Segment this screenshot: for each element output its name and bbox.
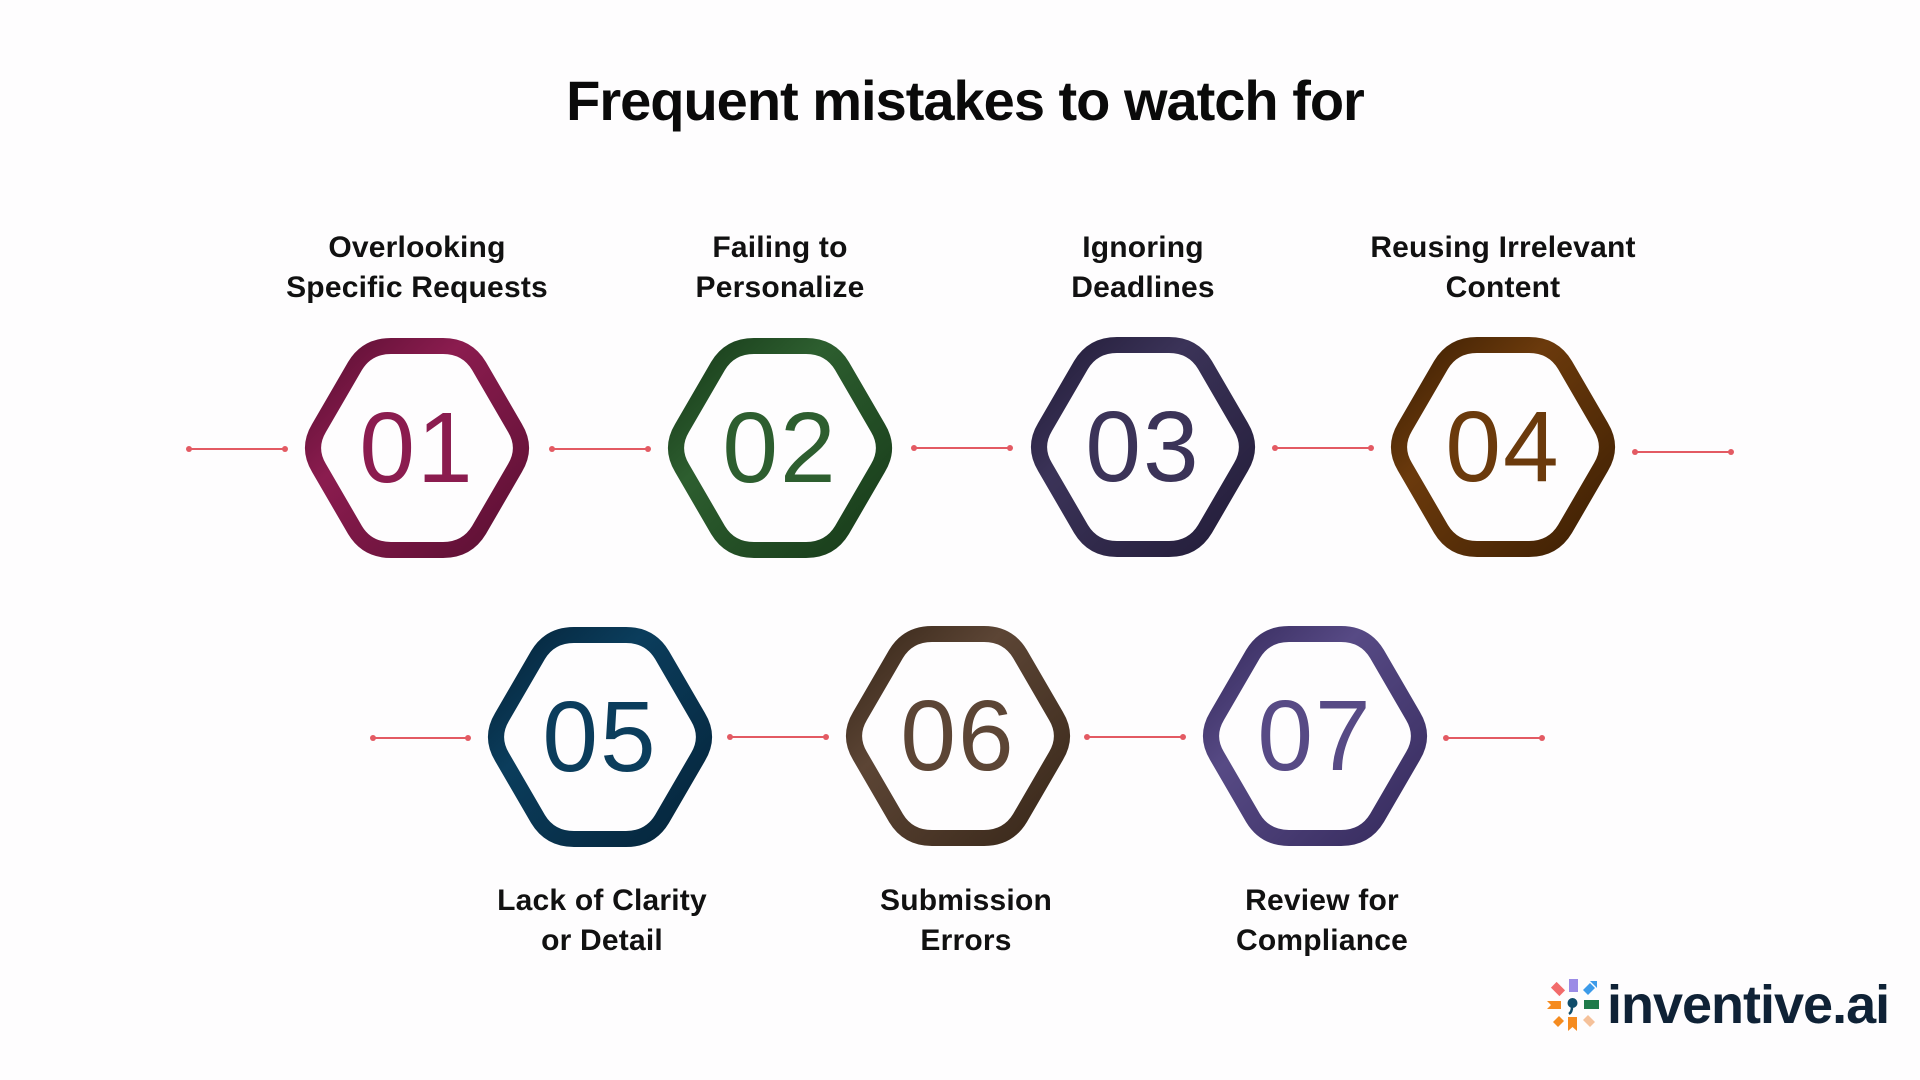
- step-label-07: Review for Compliance: [1152, 881, 1492, 961]
- connector-line: [1632, 449, 1734, 455]
- step-label-line: Specific Requests: [286, 271, 548, 304]
- hexagon-icon: [305, 338, 529, 558]
- step-label-04: Reusing Irrelevant Content: [1333, 228, 1673, 308]
- step-hexagon-02: 02: [660, 338, 900, 558]
- step-number: 02: [722, 392, 838, 504]
- step-hexagon-03: 03: [1023, 337, 1263, 557]
- connector-line: [549, 446, 651, 452]
- step-label-02: Failing to Personalize: [610, 228, 950, 308]
- step-label-line: Errors: [920, 924, 1012, 957]
- brand-name: inventive.ai: [1607, 975, 1890, 1035]
- step-label-line: Reusing Irrelevant: [1370, 231, 1636, 264]
- step-label-line: Ignoring: [1082, 231, 1204, 264]
- step-hexagon-05: 05: [480, 627, 720, 847]
- step-label-05: Lack of Clarity or Detail: [432, 881, 772, 961]
- step-label-line: Overlooking: [328, 231, 506, 264]
- step-hexagon-04: 04: [1383, 337, 1623, 557]
- hexagon-icon: [1391, 337, 1615, 557]
- step-number: 07: [1257, 680, 1373, 792]
- connector-line: [1443, 735, 1545, 741]
- hexagon-icon: [846, 626, 1070, 846]
- step-hexagon-07: 07: [1195, 626, 1435, 846]
- hexagon-icon: [1031, 337, 1255, 557]
- step-hexagon-01: 01: [297, 338, 537, 558]
- hexagon-icon: [488, 627, 712, 847]
- step-label-line: Review for: [1245, 884, 1399, 917]
- connector-line: [727, 734, 829, 740]
- step-label-line: Deadlines: [1071, 271, 1215, 304]
- step-label-line: Lack of Clarity: [497, 884, 707, 917]
- step-label-line: Personalize: [695, 271, 865, 304]
- step-label-03: Ignoring Deadlines: [973, 228, 1313, 308]
- step-label-line: Content: [1445, 271, 1561, 304]
- step-label-line: Compliance: [1235, 924, 1409, 957]
- connector-line: [1272, 445, 1374, 451]
- step-label-line: or Detail: [541, 924, 663, 957]
- step-number: 03: [1085, 391, 1201, 503]
- step-number: 05: [542, 681, 658, 793]
- step-label-line: Submission: [879, 884, 1053, 917]
- connector-line: [911, 445, 1013, 451]
- hexagon-icon: [668, 338, 892, 558]
- step-hexagon-06: 06: [838, 626, 1078, 846]
- connector-line: [1084, 734, 1186, 740]
- hexagon-icon: [1203, 626, 1427, 846]
- step-number: 01: [359, 392, 475, 504]
- page-title: Frequent mistakes to watch for: [566, 69, 1365, 132]
- step-number: 04: [1445, 391, 1561, 503]
- step-label-06: Submission Errors: [796, 881, 1136, 961]
- connector-line: [370, 735, 471, 741]
- step-label-01: Overlooking Specific Requests: [247, 228, 587, 308]
- brand-logo: inventive.ai: [1545, 975, 1890, 1035]
- connector-line: [186, 446, 288, 452]
- step-number: 06: [900, 680, 1016, 792]
- inventive-logo-icon: [1545, 977, 1601, 1033]
- step-label-line: Failing to: [712, 231, 848, 264]
